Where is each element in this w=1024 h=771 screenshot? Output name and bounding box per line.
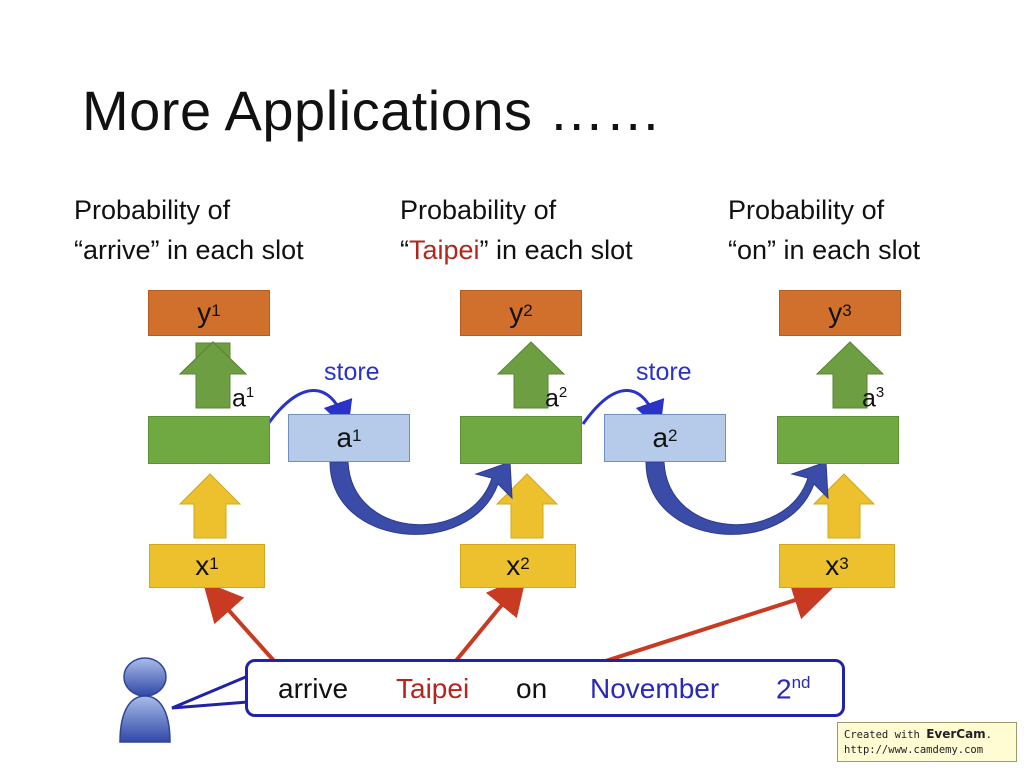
heading-line1: Probability of	[400, 195, 557, 225]
quote-close: ”	[767, 235, 777, 265]
label-base: a	[862, 384, 876, 413]
evercam-badge: Created with EverCam. http://www.camdemy…	[837, 722, 1017, 762]
output-sup: 2	[523, 301, 533, 320]
up-arrow-green-2	[496, 341, 566, 409]
heading-rest: in each slot	[776, 235, 921, 265]
label-sup: 3	[875, 384, 885, 401]
hidden-label-2: a2	[545, 384, 567, 413]
word-2nd-base: 2	[776, 673, 792, 705]
up-arrow-yellow-3	[812, 473, 876, 539]
user-icon	[119, 657, 171, 743]
heading-line2: “Taipei” in each slot	[400, 230, 633, 270]
memory-base: a	[652, 422, 669, 453]
heading-on: Probability of “on” in each slot	[728, 190, 920, 270]
badge-line2: http://www.camdemy.com	[844, 744, 984, 756]
word-arrive: arrive	[278, 673, 349, 704]
input-sup: 3	[839, 554, 849, 573]
badge-brand: EverCam	[926, 727, 986, 741]
hidden-box-3	[777, 416, 899, 464]
input-sup: 2	[520, 554, 530, 573]
output-base: y	[197, 297, 212, 328]
memory-base: a	[336, 422, 353, 453]
input-base: x	[506, 550, 521, 581]
heading-line1: Probability of	[728, 195, 885, 225]
slide-title: More Applications ……	[82, 79, 662, 142]
quote-open: “	[400, 235, 409, 265]
badge-line1: Created with EverCam.	[844, 727, 1010, 743]
heading-arrive: Probability of “arrive” in each slot	[74, 190, 304, 270]
quote-close: ”	[479, 235, 489, 265]
heading-line1: Probability of	[74, 195, 231, 225]
word-2nd: 2nd	[776, 673, 811, 705]
hidden-label-3: a3	[862, 384, 884, 413]
heading-word: arrive	[83, 235, 151, 265]
speech-pointer	[171, 673, 250, 710]
hidden-box-1	[148, 416, 270, 464]
word-on: on	[516, 673, 548, 704]
memory-sup: 1	[352, 426, 362, 445]
output-base: y	[828, 297, 843, 328]
up-arrow-green-1	[178, 341, 248, 409]
label-sup: 2	[558, 384, 568, 401]
badge-prefix: Created with	[844, 729, 927, 741]
input-sup: 1	[209, 554, 219, 573]
heading-rest: in each slot	[488, 235, 633, 265]
store-arc-1	[266, 389, 353, 432]
output-sup: 1	[211, 301, 221, 320]
heading-word: on	[737, 235, 768, 265]
word-2nd-sup: nd	[791, 673, 811, 692]
input-base: x	[825, 550, 840, 581]
store-label-1: store	[324, 358, 380, 386]
hidden-box-2	[460, 416, 582, 464]
heading-line2: “arrive” in each slot	[74, 230, 304, 270]
quote-close: ”	[150, 235, 160, 265]
store-arc-2	[581, 389, 665, 432]
quote-open: “	[728, 235, 737, 265]
store-label-2: store	[636, 358, 692, 386]
word-november: November	[590, 673, 720, 704]
heading-line2: “on” in each slot	[728, 230, 920, 270]
label-sup: 1	[245, 384, 255, 401]
up-arrow-yellow-1	[178, 473, 242, 539]
memory-arrow-1	[329, 461, 513, 535]
up-arrow-green-3	[815, 341, 885, 409]
memory-arrow-2	[645, 461, 829, 535]
quote-open: “	[74, 235, 83, 265]
word-taipei: Taipei	[396, 673, 470, 704]
output-base: y	[509, 297, 524, 328]
label-base: a	[545, 384, 559, 413]
output-sup: 3	[842, 301, 852, 320]
label-base: a	[232, 384, 246, 413]
hidden-label-1: a1	[232, 384, 254, 413]
input-base: x	[195, 550, 210, 581]
memory-sup: 2	[668, 426, 678, 445]
sentence-box	[245, 659, 845, 717]
heading-word: Taipei	[409, 235, 480, 265]
heading-taipei: Probability of “Taipei” in each slot	[400, 190, 633, 270]
badge-suffix: .	[985, 729, 992, 741]
heading-rest: in each slot	[159, 235, 304, 265]
